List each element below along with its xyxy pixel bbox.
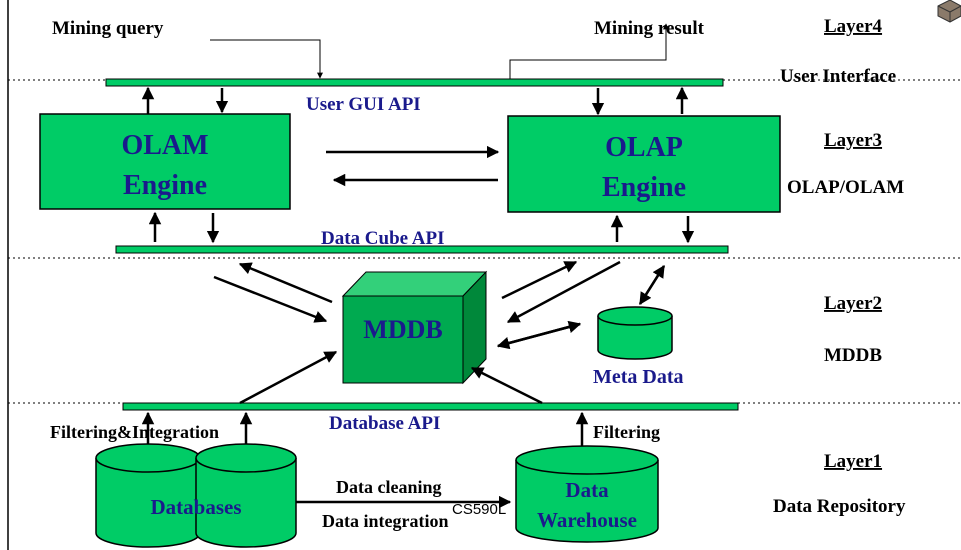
layer1-desc: Data Repository (773, 496, 906, 517)
data-cube-icon (937, 0, 961, 23)
meta-data-label: Meta Data (593, 366, 684, 388)
mddb-cube (341, 270, 488, 385)
filtering-integration-label: Filtering&Integration (50, 422, 219, 442)
mining-result-label: Mining result (594, 18, 705, 39)
meta-data-cylinder (597, 306, 673, 360)
layer2-desc: MDDB (824, 345, 882, 366)
user-gui-api-label: User GUI API (306, 94, 421, 115)
olam-engine-box (39, 113, 291, 210)
mining-query-connector (210, 39, 323, 79)
layer3-name: Layer3 (824, 130, 882, 151)
data-cube-api-bar (115, 245, 729, 254)
filtering-label: Filtering (593, 422, 660, 442)
data-cleaning-label: Data cleaning (336, 477, 442, 497)
flow-arrows (141, 86, 695, 509)
layer2-name: Layer2 (824, 293, 882, 314)
databases-cylinders (95, 443, 297, 548)
olap-subtitle: Engine (602, 172, 686, 203)
database-api-bar (122, 402, 739, 411)
mining-query-label: Mining query (52, 18, 164, 39)
data-warehouse-cylinder (515, 445, 659, 543)
olap-engine-box (507, 115, 781, 213)
database-api-label: Database API (329, 413, 440, 434)
layer4-desc: User Interface (780, 66, 896, 87)
data-cube-api-label: Data Cube API (321, 228, 445, 249)
olam-subtitle: Engine (123, 170, 207, 201)
layer1-name: Layer1 (824, 451, 882, 472)
layer4-name: Layer4 (824, 16, 883, 37)
layer3-desc: OLAP/OLAM (787, 177, 904, 198)
olap-title: OLAP (605, 132, 683, 163)
databases-label: Databases (150, 495, 241, 519)
data-integration-label: Data integration (322, 511, 448, 531)
mddb-label: MDDB (363, 315, 442, 344)
warehouse-title: Data (565, 478, 609, 502)
warehouse-subtitle: Warehouse (537, 508, 637, 532)
user-gui-api-bar (105, 78, 724, 87)
footer-label: CS590L (452, 501, 506, 518)
olam-title: OLAM (121, 130, 208, 161)
mining-result-connector (509, 23, 669, 80)
